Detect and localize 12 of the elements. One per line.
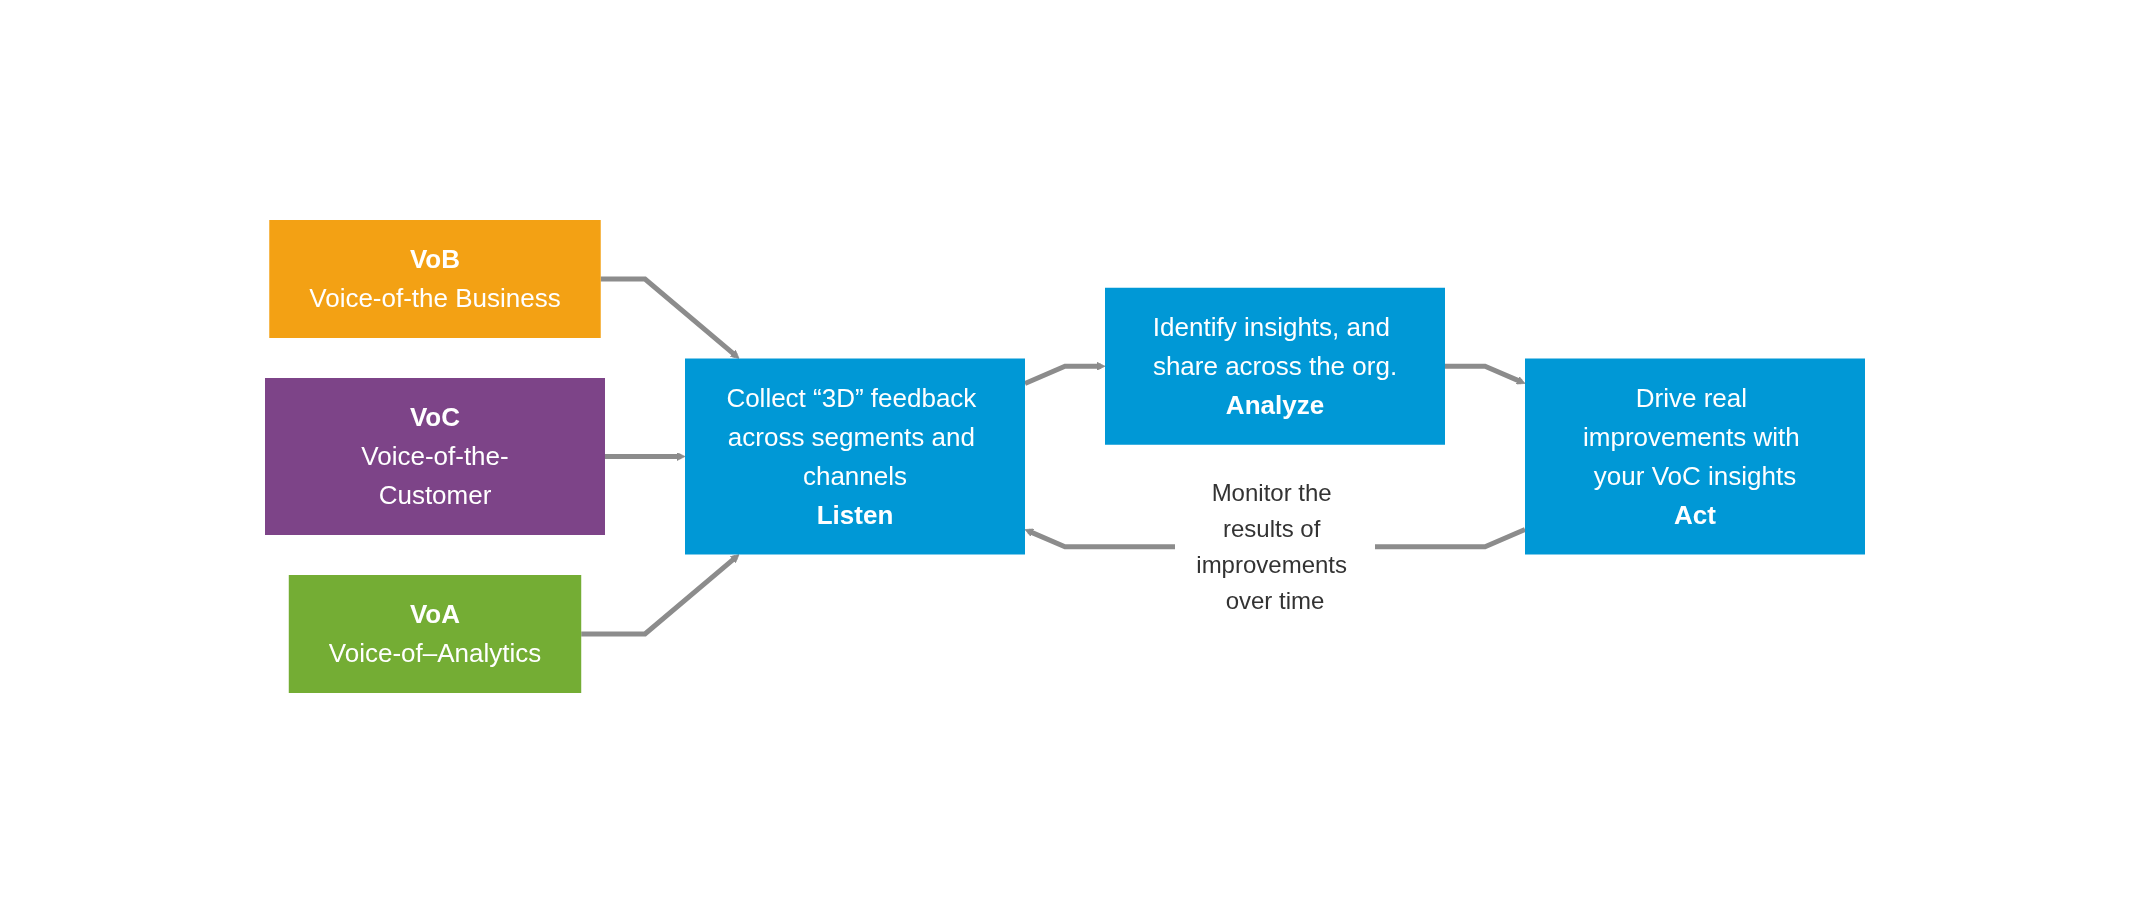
node-box: Drive real improvements with your VoC insights Act: [1524, 358, 1865, 555]
arrow: [604, 452, 685, 461]
node-box: VoA Voice-of–Analytics: [288, 575, 581, 693]
arrow: [1023, 361, 1105, 386]
node-box: VoB Voice-of-the Business: [268, 220, 601, 338]
node-box: VoC Voice-of-the-Customer: [264, 378, 605, 535]
arrow: [1444, 363, 1525, 385]
arrow: [580, 554, 739, 637]
node-box: Collect “3D” feedback across segments and channels Listen: [684, 358, 1025, 555]
arrow: [600, 276, 739, 359]
edge-label: Monitor the results of improvements over time: [1195, 478, 1347, 614]
node-box: Identify insights, and share across the org. Analyze: [1104, 287, 1445, 445]
